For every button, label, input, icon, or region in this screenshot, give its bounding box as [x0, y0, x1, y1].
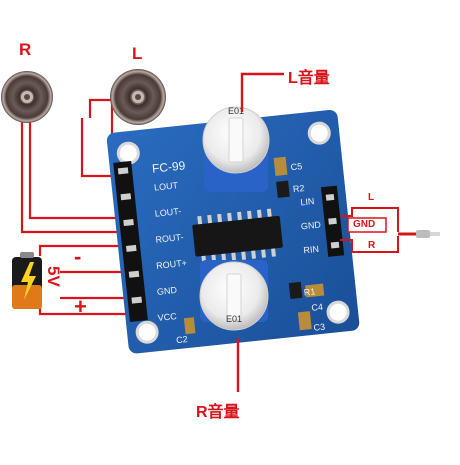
left-volume-leader	[242, 74, 284, 112]
component-label: C5	[290, 161, 302, 172]
speaker-left-icon	[110, 69, 166, 125]
component-label: R1	[303, 286, 315, 297]
component-label: C4	[311, 302, 323, 313]
pin-label: RIN	[303, 244, 319, 256]
pin-label: LIN	[300, 196, 315, 207]
power-minus: -	[74, 246, 81, 268]
power-voltage-label: 5V	[45, 266, 62, 287]
power-plus: +	[74, 296, 87, 318]
left-volume-label: L音量	[288, 64, 330, 88]
component-label: C3	[313, 322, 325, 333]
speaker-right-label: R	[19, 40, 31, 60]
right-volume-potentiometer: E01	[200, 260, 268, 330]
pin-label: VCC	[157, 311, 177, 323]
left-volume-potentiometer: E01	[203, 106, 269, 192]
component-label: R2	[292, 183, 304, 194]
pot-marking: E01	[226, 314, 242, 324]
audio-input-right-label: R	[368, 240, 375, 251]
audio-input-left-label: L	[368, 192, 374, 203]
speaker-left-label: L	[132, 44, 142, 64]
audio-jack-icon	[416, 230, 440, 238]
component-label: C2	[176, 334, 188, 345]
pin-label: GND	[300, 219, 321, 231]
battery-icon	[12, 252, 42, 309]
pin-label: GND	[156, 285, 177, 297]
audio-input-gnd-label: GND	[353, 219, 375, 230]
speaker-right-icon	[1, 71, 53, 123]
right-volume-label: R音量	[196, 398, 240, 422]
